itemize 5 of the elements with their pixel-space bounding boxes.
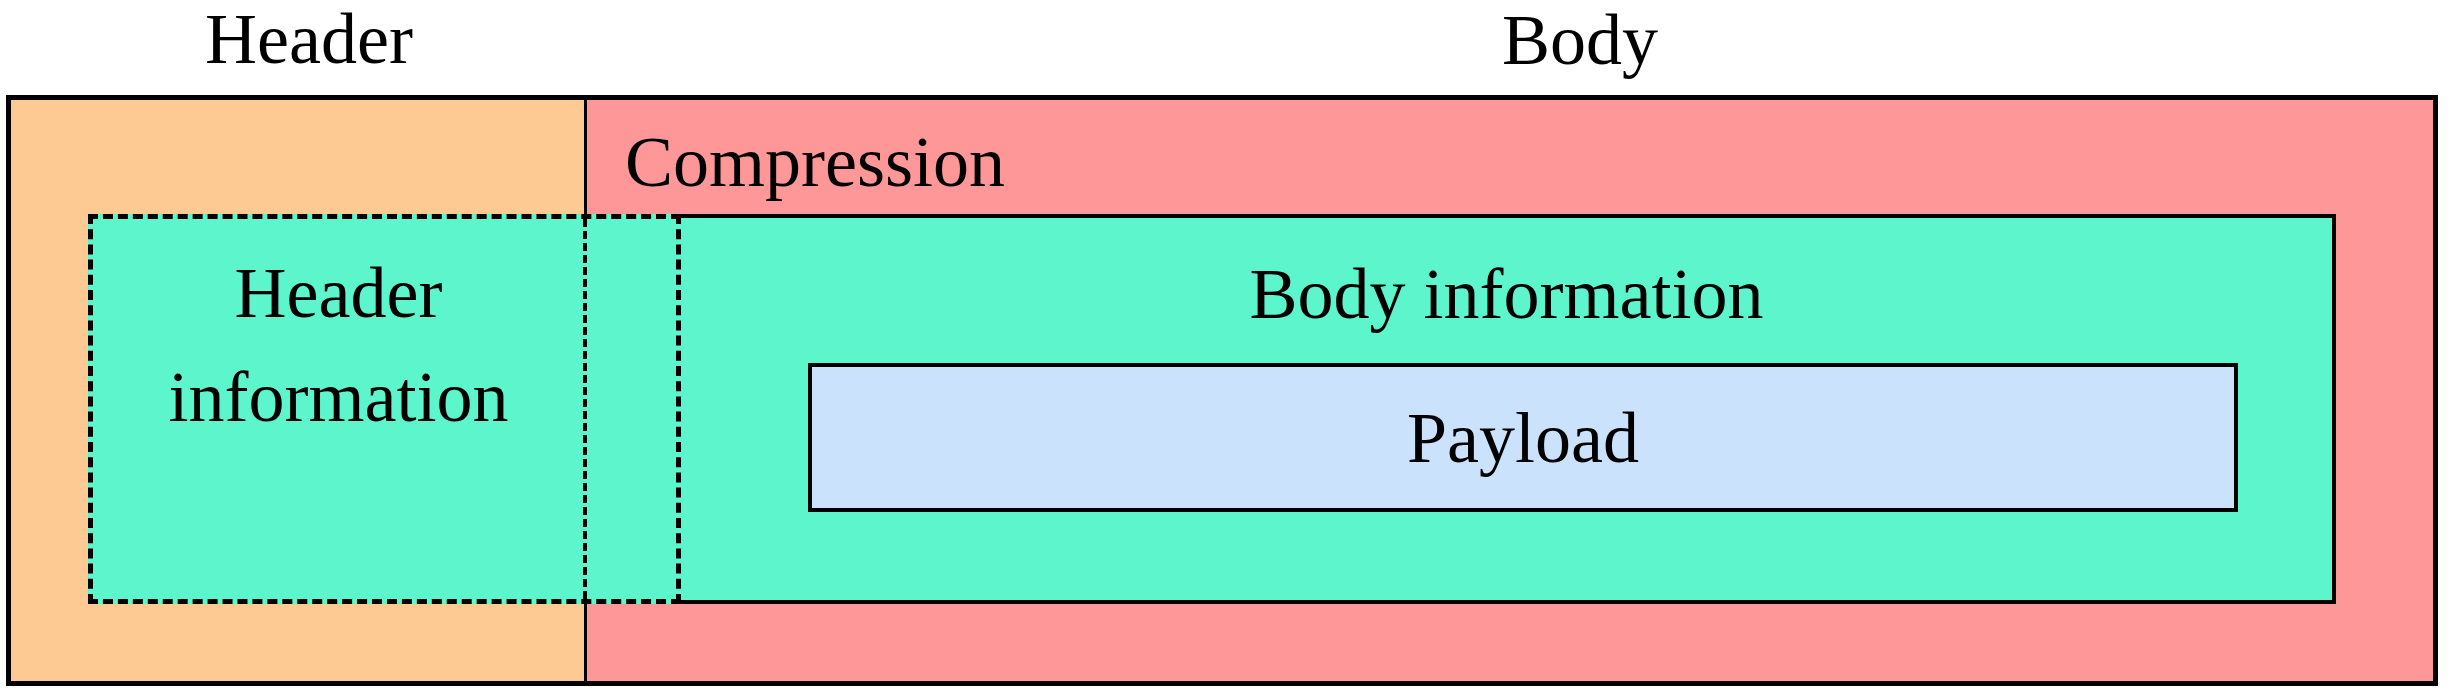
- info-box: [681, 214, 2336, 604]
- payload-box: [808, 363, 2238, 512]
- box-label: Header information: [168, 252, 509, 439]
- column-heading: Header: [205, 3, 413, 75]
- dashed-overlay-box: [88, 214, 681, 604]
